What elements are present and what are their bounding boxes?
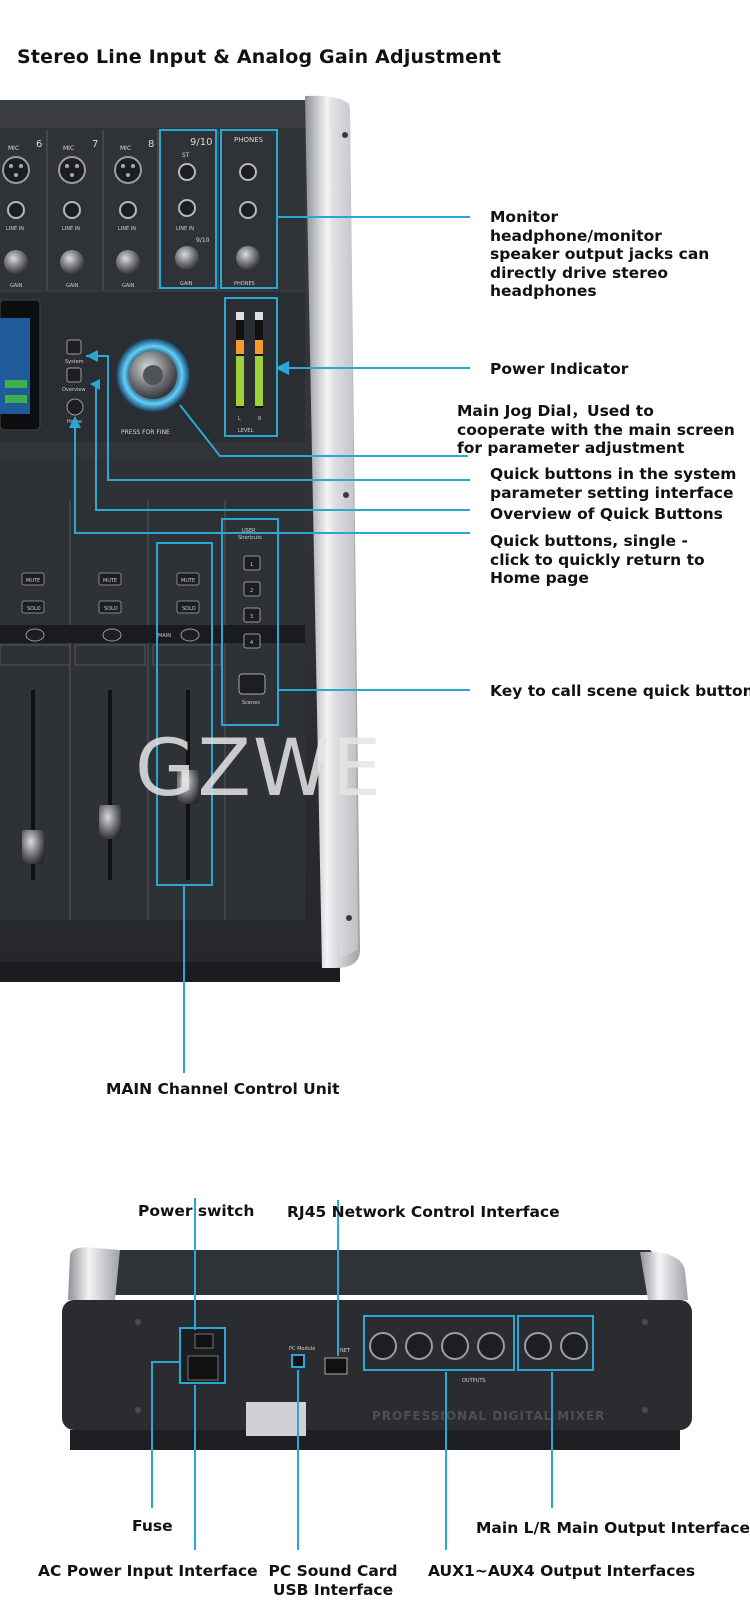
jog-dial-label: Main Jog Dial，Used to cooperate with the… xyxy=(457,402,735,457)
svg-text:ST: ST xyxy=(182,152,190,159)
fuse-label: Fuse xyxy=(132,1517,173,1535)
quick-buttons: System Overview Home xyxy=(62,339,86,425)
svg-text:Overview: Overview xyxy=(62,387,86,393)
svg-text:GAIN: GAIN xyxy=(66,283,79,289)
svg-text:9/10: 9/10 xyxy=(196,237,210,244)
bottom-callouts xyxy=(151,1198,553,1550)
svg-text:LINE IN: LINE IN xyxy=(62,226,80,232)
svg-text:LINE IN: LINE IN xyxy=(6,226,24,232)
outputs-text: OUTPUTS xyxy=(462,1378,486,1384)
svg-text:GAIN: GAIN xyxy=(10,283,23,289)
svg-text:System: System xyxy=(65,359,84,365)
line-in-jacks: LINE IN LINE IN LINE IN xyxy=(6,201,137,232)
svg-text:GAIN: GAIN xyxy=(122,283,135,289)
top-callouts xyxy=(69,216,470,1073)
power-switch-label: Power switch xyxy=(138,1202,255,1220)
ch910-number: 9/10 xyxy=(190,137,212,148)
home-button-label: Quick buttons, single - click to quickly… xyxy=(490,532,705,587)
aux-label: AUX1~AUX4 Output Interfaces xyxy=(428,1562,696,1580)
faders xyxy=(22,690,199,880)
svg-text:MUTE: MUTE xyxy=(181,578,195,584)
rear-brand-text: PROFESSIONAL DIGITAL MIXER xyxy=(372,1409,605,1423)
svg-text:PHONES: PHONES xyxy=(234,281,255,287)
scene-keys-label: Key to call scene quick buttons xyxy=(490,682,750,700)
mic-xlr-group: MIC MIC MIC xyxy=(2,145,142,184)
svg-text:MIC: MIC xyxy=(120,145,131,152)
svg-text:GAIN: GAIN xyxy=(180,281,193,287)
svg-text:SOLO: SOLO xyxy=(104,606,118,612)
svg-text:MUTE: MUTE xyxy=(26,578,40,584)
svg-text:MIC: MIC xyxy=(8,145,19,152)
svg-text:LEVEL: LEVEL xyxy=(238,428,254,434)
phones-column: PHONES xyxy=(220,129,278,289)
svg-text:R: R xyxy=(258,416,262,422)
ch8-number: 8 xyxy=(148,139,154,150)
svg-text:MAIN: MAIN xyxy=(158,633,171,639)
svg-text:LINE IN: LINE IN xyxy=(118,226,136,232)
ac-power-label: AC Power Input Interface xyxy=(38,1562,258,1580)
watermark: GZWE xyxy=(135,724,383,814)
overview-buttons-label: Overview of Quick Buttons xyxy=(490,505,723,523)
ch7-number: 7 xyxy=(92,139,98,150)
svg-text:MUTE: MUTE xyxy=(103,578,117,584)
user-shortcuts: USER Shortcuts 1 2 3 4 Scenes xyxy=(238,528,266,706)
svg-text:LINE IN: LINE IN xyxy=(176,226,194,232)
mute-solo-buttons: MUTE SOLO MUTE SOLO MUTE SOLO MAIN xyxy=(21,572,200,642)
svg-text:PRESS FOR FINE: PRESS FOR FINE xyxy=(121,429,170,436)
svg-text:4: 4 xyxy=(250,640,253,646)
phones-jack-label: Monitor headphone/monitor speaker output… xyxy=(490,208,710,300)
page-title: Stereo Line Input & Analog Gain Adjustme… xyxy=(17,46,502,68)
output-xlrs xyxy=(369,1332,588,1360)
svg-text:Shortcuts: Shortcuts xyxy=(238,535,262,541)
level-meter: L R LEVEL xyxy=(224,297,278,437)
gain-knobs: GAIN GAIN GAIN xyxy=(4,250,140,289)
svg-text:1: 1 xyxy=(250,562,253,568)
main-channel-label: MAIN Channel Control Unit xyxy=(106,1080,340,1098)
main-lr-label: Main L/R Main Output Interface xyxy=(476,1519,750,1537)
svg-text:2: 2 xyxy=(250,588,253,594)
rj45-label: RJ45 Network Control Interface xyxy=(287,1203,560,1221)
pc-usb-label: PC Sound Card USB Interface xyxy=(268,1562,398,1599)
svg-text:Scenes: Scenes xyxy=(242,700,260,706)
power-indicator-label: Power Indicator xyxy=(490,360,629,378)
svg-text:USER: USER xyxy=(242,528,256,534)
rear-mixer: PC Module NET OUTPUTS PROFESSIONAL DIGIT… xyxy=(62,1247,692,1450)
svg-text:MIC: MIC xyxy=(63,145,74,152)
svg-text:SOLO: SOLO xyxy=(182,606,196,612)
top-mixer: 6 7 8 9/10 PHONES MIC MIC MIC LINE IN LI… xyxy=(0,95,383,982)
net-text: NET xyxy=(340,1348,351,1354)
system-buttons-label: Quick buttons in the system parameter se… xyxy=(490,465,737,502)
svg-text:PC Module: PC Module xyxy=(289,1346,315,1352)
ch6-number: 6 xyxy=(36,139,42,150)
jog-dial: PRESS FOR FINE xyxy=(116,338,190,436)
st-input-column: ST LINE IN 9/10 GAIN xyxy=(159,129,217,289)
svg-text:L: L xyxy=(238,416,241,422)
svg-text:SOLO: SOLO xyxy=(27,606,41,612)
phones-text: PHONES xyxy=(234,136,264,144)
svg-text:3: 3 xyxy=(250,614,253,620)
